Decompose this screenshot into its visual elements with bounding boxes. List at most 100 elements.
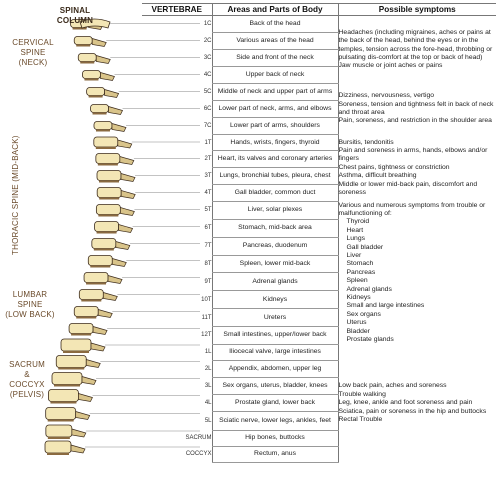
body-area-cell: Lower part of neck, arms, and elbows (211, 100, 339, 118)
vertebra-label: 1C (203, 21, 212, 28)
symptom-organ-item: Bladder (346, 327, 370, 335)
body-area-cell: Sciatic nerve, lower legs, ankles, feet (211, 411, 339, 431)
body-area-cell: Side and front of the neck (211, 49, 339, 67)
spinal-column-title: SPINAL COLUMN (56, 6, 94, 25)
symptom-text: Low back pain, aches and soreness Troubl… (338, 382, 487, 424)
vertebra-bone (60, 338, 106, 353)
symptom-organ-item: Lungs (346, 235, 366, 243)
vertebra-bone (90, 104, 124, 115)
body-area-cell: Ureters (211, 308, 339, 328)
body-area-cell: Prostate gland, lower back (211, 394, 339, 412)
vertebra-bone (73, 306, 113, 319)
body-area-cell: Hands, wrists, fingers, thyroid (211, 134, 339, 151)
vertebra-bone (48, 389, 93, 404)
vertebra-bone (78, 289, 118, 302)
vertebra-label: 3T (204, 173, 212, 179)
symptom-group: Dizziness, nervousness, vertigo Soreness… (338, 84, 496, 135)
vertebra-label: 6C (203, 106, 212, 112)
body-area-cell: Adrenal glands (211, 272, 339, 292)
body-area-cell: Iliocecal valve, large intestines (211, 344, 339, 361)
body-area-cell: Pancreas, duodenum (211, 237, 339, 256)
body-area-cell: Various areas of the head (211, 32, 339, 50)
vertebra-bone (55, 355, 101, 370)
lumbar-label: LUMBAR SPINE (LOW BACK) (5, 290, 55, 319)
vertebra-label: 6T (204, 225, 212, 232)
symptom-organ-item: Sex organs (346, 310, 381, 318)
body-area-cell: Kidneys (211, 290, 339, 310)
vertebra-label: 1T (204, 139, 212, 146)
vertebra-bone (87, 255, 127, 268)
body-area-cell: Small intestines, upper/lower back (211, 326, 339, 345)
header-symptoms: Possible symptoms (338, 3, 496, 16)
vertebra-bone (68, 323, 108, 336)
body-area-cell: Spleen, lower mid-back (211, 255, 339, 274)
vertebra-label: 2C (203, 38, 212, 44)
symptom-organ-item: Spleen (346, 277, 368, 285)
vertebra-label: 7C (203, 123, 212, 129)
vertebra-label: 1L (204, 349, 212, 356)
body-area-cell: Heart, its valves and coronary arteries (211, 150, 339, 168)
body-area-cell: Back of the head (211, 15, 339, 33)
vertebra-label: 4T (204, 190, 212, 196)
symptom-organ-item: Heart (346, 226, 364, 234)
vertebra-bone (83, 272, 123, 285)
vertebra-label: 5T (204, 207, 212, 214)
symptom-text: Dizziness, nervousness, vertigo Soreness… (338, 92, 494, 125)
vertebra-bone (86, 87, 120, 98)
body-area-cell: Sex organs, uterus, bladder, knees (211, 377, 339, 395)
symptom-text: Bursitis, tendonitis Pain and soreness i… (338, 138, 488, 197)
body-area-cell: Lower part of arms, shoulders (211, 117, 339, 135)
body-area-cell: Gall bladder, common duct (211, 184, 339, 202)
body-area-cell: Hip bones, buttocks (211, 430, 339, 447)
body-area-cell: Upper back of neck (211, 66, 339, 84)
vertebra-bone (77, 53, 111, 64)
vertebra-label: COCCYX (185, 451, 212, 458)
header-areas: Areas and Parts of Body (211, 3, 339, 16)
body-area-cell: Liver, solar plexes (211, 201, 339, 220)
body-area-cell: Appendix, abdomen, upper leg (211, 360, 339, 378)
skull-base (79, 18, 111, 29)
vertebra-bone (93, 136, 133, 149)
symptom-organ-item: Kidneys (346, 293, 371, 301)
vertebra-label: 4L (204, 399, 212, 406)
vertebra-label: 2T (204, 156, 212, 162)
vertebra-label: 11T (201, 314, 212, 321)
vertebra-label: 10T (201, 296, 212, 303)
vertebra-bone (91, 238, 131, 251)
symptom-organ-item: Liver (346, 251, 362, 259)
symptom-organ-item: Pancreas (346, 268, 376, 276)
thoracic-label: THORACIC SPINE (MID-BACK) (11, 135, 20, 255)
vertebra-label: 5L (204, 417, 212, 424)
vertebra-label: 3L (204, 382, 212, 389)
symptom-organ-item: Small and large intestines (346, 302, 425, 310)
vertebra-label: 8T (204, 261, 212, 267)
symptom-organ-item: Uterus (346, 319, 367, 327)
symptom-group: Various and numerous symptoms from troub… (338, 202, 496, 345)
vertebra-label: 5C (203, 89, 212, 95)
symptom-group: Bursitis, tendonitis Pain and soreness i… (338, 135, 496, 202)
symptom-organ-item: Stomach (346, 260, 374, 268)
symptom-organ-item: Thyroid (346, 218, 370, 226)
header-vertebrae: VERTEBRAE (142, 3, 212, 16)
vertebra-bone (73, 36, 107, 47)
vertebra-label: 12T (201, 332, 212, 339)
vertebra-bone (96, 187, 136, 200)
symptom-text: Headaches (including migraines, aches or… (338, 28, 493, 70)
